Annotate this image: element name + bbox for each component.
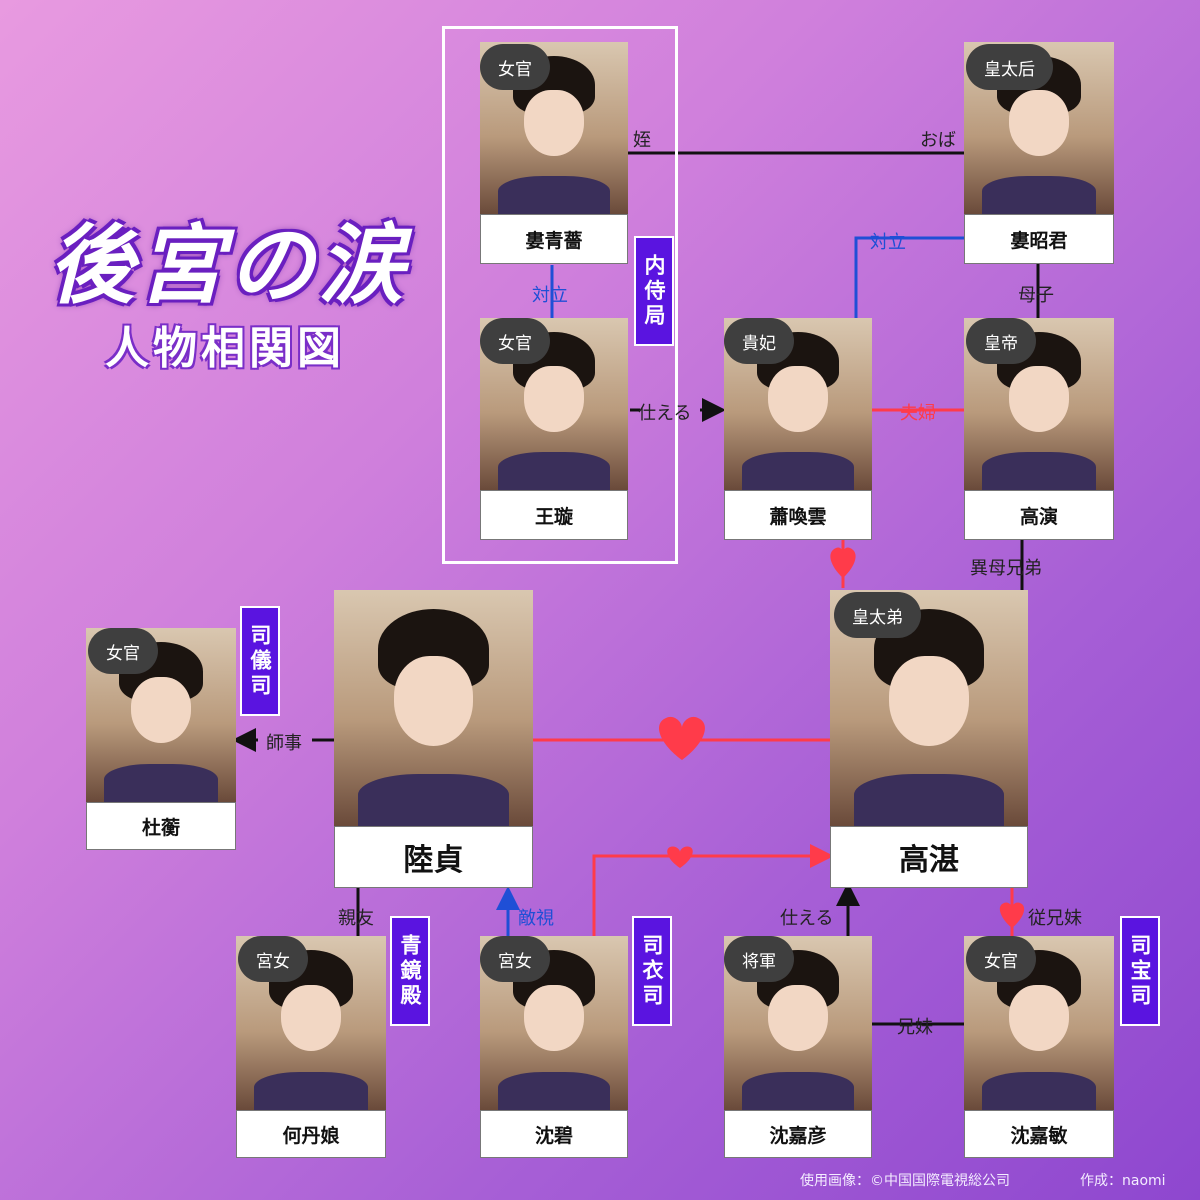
card-riku-tei: 陸貞 [334,590,533,888]
card-ou-sen: 王璇 [480,318,628,540]
dept-label: 青鏡殿 [398,933,422,1009]
heart-consort [830,547,856,578]
dept-label: 司儀司 [248,623,272,699]
dept-tag-seikyouden: 青鏡殿 [390,916,430,1026]
person-name: 沈嘉敏 [964,1110,1114,1158]
card-chin-heki: 沈碧 [480,936,628,1158]
page-title: 後宮の涙 [48,215,408,316]
card-ka-tanjou: 何丹娘 [236,936,386,1158]
rel-label-siblings: 兄妹 [897,1017,933,1038]
rel-label-conflict-1: 対立 [532,285,568,306]
rel-label-best-friend: 親友 [338,908,374,929]
card-kou-tan: 高湛 [830,590,1028,888]
rel-label-half-brothers: 異母兄弟 [970,558,1042,579]
person-name: 王璇 [480,490,628,540]
page-subtitle: 人物相関図 [105,323,345,374]
person-name: 高湛 [830,826,1028,888]
portrait-image [334,590,533,826]
dept-tag-shigishi: 司儀司 [240,606,280,716]
person-name: 蕭喚雲 [724,490,872,540]
portrait-image [830,590,1028,826]
dept-tag-shiishi: 司衣司 [632,916,672,1026]
person-name: 婁昭君 [964,214,1114,264]
rel-label-niece: 姪 [633,130,651,151]
role-badge: 女官 [88,628,158,674]
role-badge: 女官 [966,936,1036,982]
dept-label: 内侍局 [642,253,666,329]
naijikyoku-group-frame [442,26,678,564]
portrait-image [964,936,1114,1110]
person-name: 杜蘅 [86,802,236,850]
heart-shenbi [667,846,693,868]
role-badge: 女官 [480,44,550,90]
rel-label-mentor: 師事 [266,733,302,754]
person-name: 陸貞 [334,826,533,888]
author-credit: 作成：naomi [1080,1173,1166,1189]
heart-main [659,716,705,760]
role-badge: 宮女 [480,936,550,982]
rel-label-serve-2: 仕える [780,908,834,929]
dept-tag-naijikyoku: 内侍局 [634,236,674,346]
portrait-image [480,318,628,490]
dept-label: 司衣司 [640,933,664,1009]
rel-label-couple: 夫婦 [900,403,936,424]
role-badge: 宮女 [238,936,308,982]
rel-label-mother-son: 母子 [1018,285,1054,306]
role-badge: 将軍 [724,936,794,982]
person-name: 婁青薔 [480,214,628,264]
heart-cousins [999,902,1025,928]
role-badge: 皇帝 [966,318,1036,364]
rel-label-aunt: おば [920,130,956,151]
rel-label-conflict-2: 対立 [870,232,906,253]
image-credit: 使用画像：©中国国際電視総公司 [800,1173,1010,1189]
dept-tag-shihoushi: 司宝司 [1120,916,1160,1026]
role-badge: 女官 [480,318,550,364]
role-badge: 貴妃 [724,318,794,364]
person-name: 沈嘉彦 [724,1110,872,1158]
rel-label-serve-1: 仕える [638,403,692,424]
dept-label: 司宝司 [1128,933,1152,1009]
person-name: 沈碧 [480,1110,628,1158]
person-name: 高演 [964,490,1114,540]
role-badge: 皇太弟 [834,592,921,638]
rel-label-cousins: 従兄妹 [1028,908,1082,929]
line-shenbi-love [592,844,834,936]
person-name: 何丹娘 [236,1110,386,1158]
rel-label-hostility: 敵視 [518,908,554,929]
card-chin-kabin: 沈嘉敏 [964,936,1114,1158]
line-conflict-empress-consort [854,236,964,318]
portrait-image [480,936,628,1110]
role-badge: 皇太后 [966,44,1053,90]
